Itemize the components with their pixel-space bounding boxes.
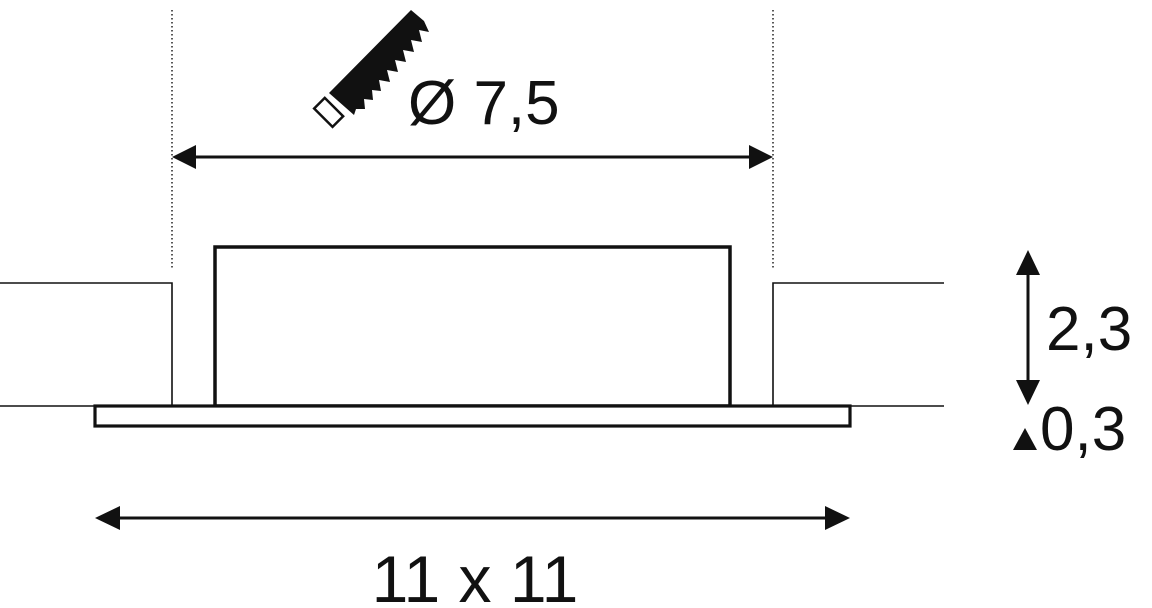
flange-size-label: 11 x 11 <box>372 542 579 608</box>
luminaire-flange <box>93 404 852 428</box>
ceiling-left-top <box>0 282 173 405</box>
cutout-extension-lines <box>171 10 774 270</box>
saw-blade-body <box>329 10 429 115</box>
arrowhead-right <box>749 145 773 169</box>
saw-blade-icon <box>312 10 429 129</box>
ceiling-surface <box>0 282 944 407</box>
flange-thickness-arrowhead <box>1013 428 1037 450</box>
flange-arrowhead-left <box>95 506 120 530</box>
height-arrowhead-top <box>1016 250 1040 275</box>
saw-handle <box>312 96 345 129</box>
ceiling-right-top <box>772 282 944 405</box>
body-height-dimension <box>1016 250 1040 405</box>
body-height-label: 2,3 <box>1046 295 1132 364</box>
flange-arrowhead-right <box>825 506 850 530</box>
luminaire-body <box>213 245 732 408</box>
height-arrowhead-bottom <box>1016 380 1040 405</box>
cutout-diameter-dimension <box>172 145 773 169</box>
arrowhead-left <box>172 145 196 169</box>
cutout-diameter-label: Ø 7,5 <box>408 69 560 138</box>
flange-size-dimension <box>95 506 850 530</box>
flange-thickness-label: 0,3 <box>1040 395 1126 464</box>
